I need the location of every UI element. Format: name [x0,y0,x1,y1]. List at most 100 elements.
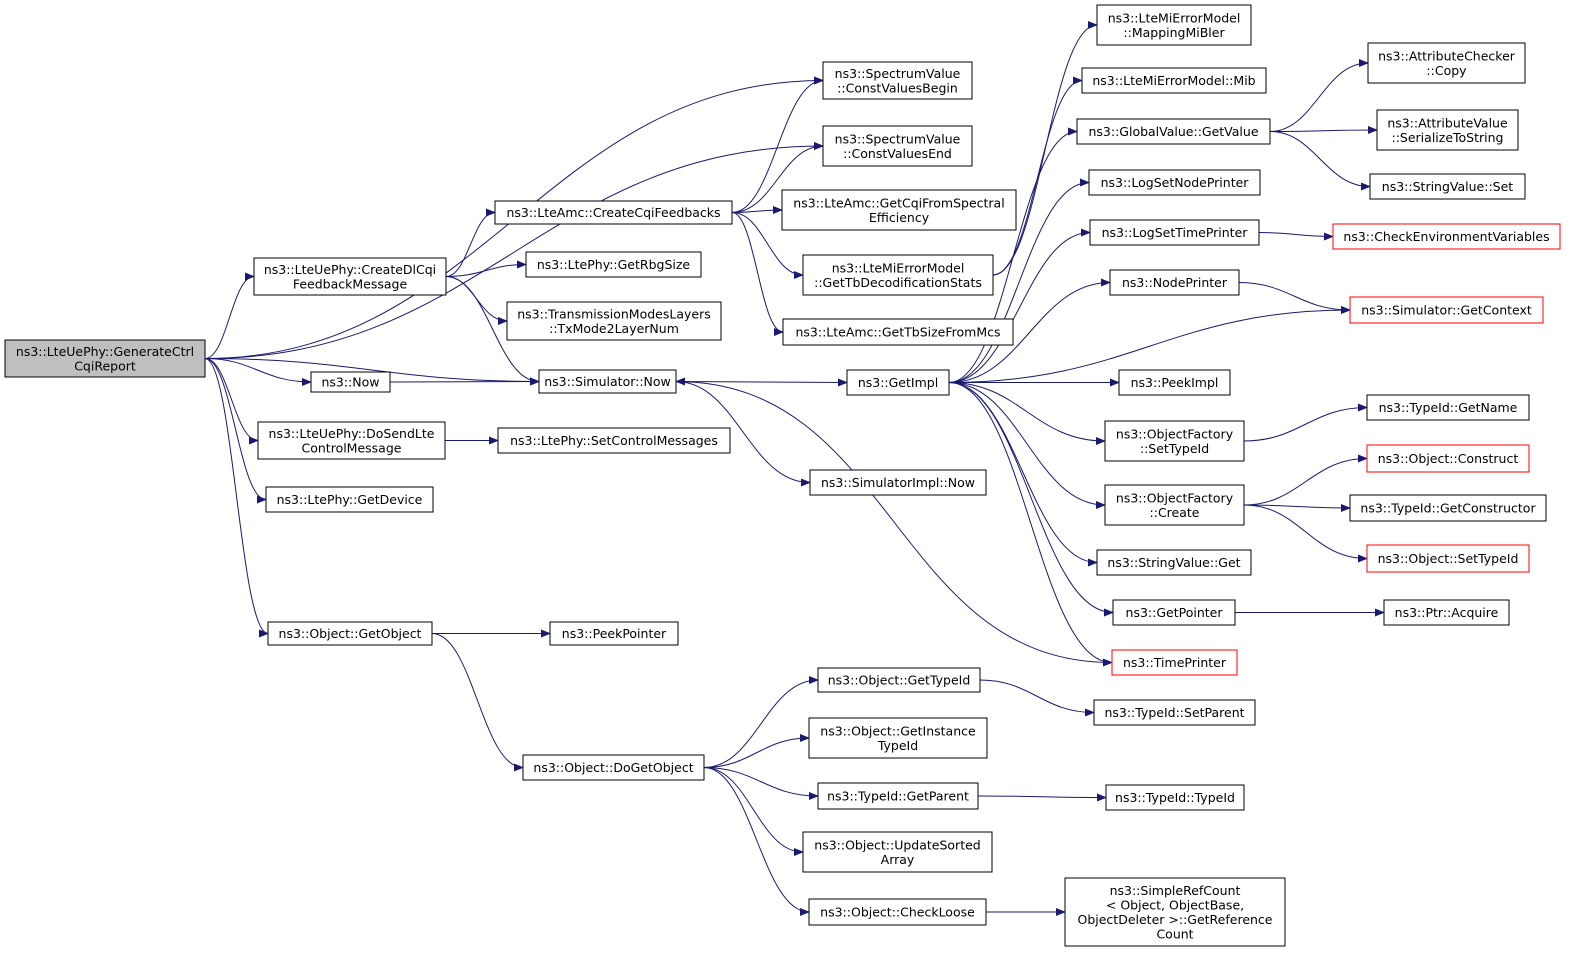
node-tidGetCtor[interactable]: ns3::TypeId::GetConstructor [1349,494,1547,522]
node-logTime[interactable]: ns3::LogSetTimePrinter [1089,219,1260,246]
node-getDevice[interactable]: ns3::LtePhy::GetDevice [265,486,434,513]
node-box[interactable] [1064,877,1286,947]
node-getObject[interactable]: ns3::Object::GetObject [267,621,433,646]
node-objGetTypeId[interactable]: ns3::Object::GetTypeId [817,667,981,693]
node-tidGetName[interactable]: ns3::TypeId::GetName [1366,394,1530,421]
node-box[interactable] [525,251,702,278]
node-box[interactable] [253,257,447,296]
node-box[interactable] [265,486,434,513]
node-tidTypeId[interactable]: ns3::TypeId::TypeId [1105,784,1245,811]
node-box[interactable] [809,469,987,496]
node-box[interactable] [1376,109,1519,151]
node-acCopy[interactable]: ns3::AttributeChecker::Copy [1367,42,1526,84]
node-cvBegin[interactable]: ns3::SpectrumValue::ConstValuesBegin [822,61,973,100]
node-getTbSize[interactable]: ns3::LteAmc::GetTbSizeFromMcs [782,318,1014,346]
node-getTbDec[interactable]: ns3::LteMiErrorModel::GetTbDecodificatio… [802,254,994,296]
node-cvEnd[interactable]: ns3::SpectrumValue::ConstValuesEnd [822,125,973,167]
node-ofCreate[interactable]: ns3::ObjectFactory::Create [1104,484,1245,526]
node-box[interactable] [549,621,679,646]
node-gvGetValue[interactable]: ns3::GlobalValue::GetValue [1076,118,1271,145]
node-box[interactable] [846,369,950,396]
node-box[interactable] [782,318,1014,346]
node-simImplNow[interactable]: ns3::SimulatorImpl::Now [809,469,987,496]
node-box[interactable] [822,61,973,100]
node-box[interactable] [1332,223,1561,250]
node-box[interactable] [1089,219,1260,246]
node-box[interactable] [1349,296,1544,324]
node-box[interactable] [257,421,446,460]
node-box[interactable] [802,831,993,873]
node-box[interactable] [310,371,391,393]
node-box[interactable] [822,125,973,167]
node-setCtrl[interactable]: ns3::LtePhy::SetControlMessages [497,427,731,454]
node-box[interactable] [1088,169,1261,196]
node-tidSetParent[interactable]: ns3::TypeId::SetParent [1093,699,1256,726]
node-box[interactable] [1093,699,1256,726]
node-box[interactable] [1096,4,1252,46]
node-box[interactable] [1111,649,1238,676]
node-simNow[interactable]: ns3::Simulator::Now [538,369,677,394]
node-box[interactable] [1104,484,1245,526]
node-box[interactable] [1366,544,1530,573]
node-objConstruct[interactable]: ns3::Object::Construct [1366,444,1530,473]
node-createDl[interactable]: ns3::LteUePhy::CreateDlCqiFeedbackMessag… [253,257,447,296]
node-box[interactable] [1076,118,1271,145]
node-getCqiSpec[interactable]: ns3::LteAmc::GetCqiFromSpectralEfficienc… [781,189,1017,231]
node-tidGetParent[interactable]: ns3::TypeId::GetParent [817,782,979,810]
node-peekPtr[interactable]: ns3::PeekPointer [549,621,679,646]
node-nodePrinter[interactable]: ns3::NodePrinter [1109,269,1240,296]
node-box[interactable] [1104,420,1245,462]
node-getRbg[interactable]: ns3::LtePhy::GetRbgSize [525,251,702,278]
node-box[interactable] [802,254,994,296]
node-box[interactable] [808,717,988,759]
node-box[interactable] [1366,394,1530,421]
node-now[interactable]: ns3::Now [310,371,391,393]
node-checkEnv[interactable]: ns3::CheckEnvironmentVariables [1332,223,1561,250]
node-box[interactable] [1105,784,1245,811]
node-box[interactable] [494,200,733,225]
node-txMode[interactable]: ns3::TransmissionModesLayers::TxMode2Lay… [506,301,722,341]
node-box[interactable] [808,898,987,926]
node-svGet[interactable]: ns3::StringValue::Get [1096,549,1252,576]
node-mapMiBler[interactable]: ns3::LteMiErrorModel::MappingMiBler [1096,4,1252,46]
node-box[interactable] [4,339,206,378]
node-simpleRef[interactable]: ns3::SimpleRefCount< Object, ObjectBase,… [1064,877,1286,947]
node-box[interactable] [781,189,1017,231]
node-box[interactable] [1096,549,1252,576]
node-objSetTid[interactable]: ns3::Object::SetTypeId [1366,544,1530,573]
node-box[interactable] [1367,42,1526,84]
node-box[interactable] [1383,599,1510,626]
node-box[interactable] [538,369,677,394]
node-box[interactable] [1349,494,1547,522]
node-box[interactable] [817,667,981,693]
node-simGetCtx[interactable]: ns3::Simulator::GetContext [1349,296,1544,324]
node-box[interactable] [1369,173,1526,200]
node-ptrAcquire[interactable]: ns3::Ptr::Acquire [1383,599,1510,626]
node-box[interactable] [1112,599,1236,626]
node-box[interactable] [1109,269,1240,296]
node-getImpl[interactable]: ns3::GetImpl [846,369,950,396]
node-box[interactable] [506,301,722,341]
node-ofSetTid[interactable]: ns3::ObjectFactory::SetTypeId [1104,420,1245,462]
node-box[interactable] [1366,444,1530,473]
node-box[interactable] [267,621,433,646]
node-timePrinter[interactable]: ns3::TimePrinter [1111,649,1238,676]
node-getPointer[interactable]: ns3::GetPointer [1112,599,1236,626]
node-box[interactable] [497,427,731,454]
node-box[interactable] [817,782,979,810]
node-mib[interactable]: ns3::LteMiErrorModel::Mib [1081,67,1267,94]
node-createCqi[interactable]: ns3::LteAmc::CreateCqiFeedbacks [494,200,733,225]
node-box[interactable] [1081,67,1267,94]
node-doGetObj[interactable]: ns3::Object::DoGetObject [522,754,705,781]
node-box[interactable] [1118,369,1231,396]
node-avSer[interactable]: ns3::AttributeValue::SerializeToString [1376,109,1519,151]
node-checkLoose[interactable]: ns3::Object::CheckLoose [808,898,987,926]
node-svSet[interactable]: ns3::StringValue::Set [1369,173,1526,200]
node-box[interactable] [522,754,705,781]
node-logNode[interactable]: ns3::LogSetNodePrinter [1088,169,1261,196]
node-peekImpl[interactable]: ns3::PeekImpl [1118,369,1231,396]
